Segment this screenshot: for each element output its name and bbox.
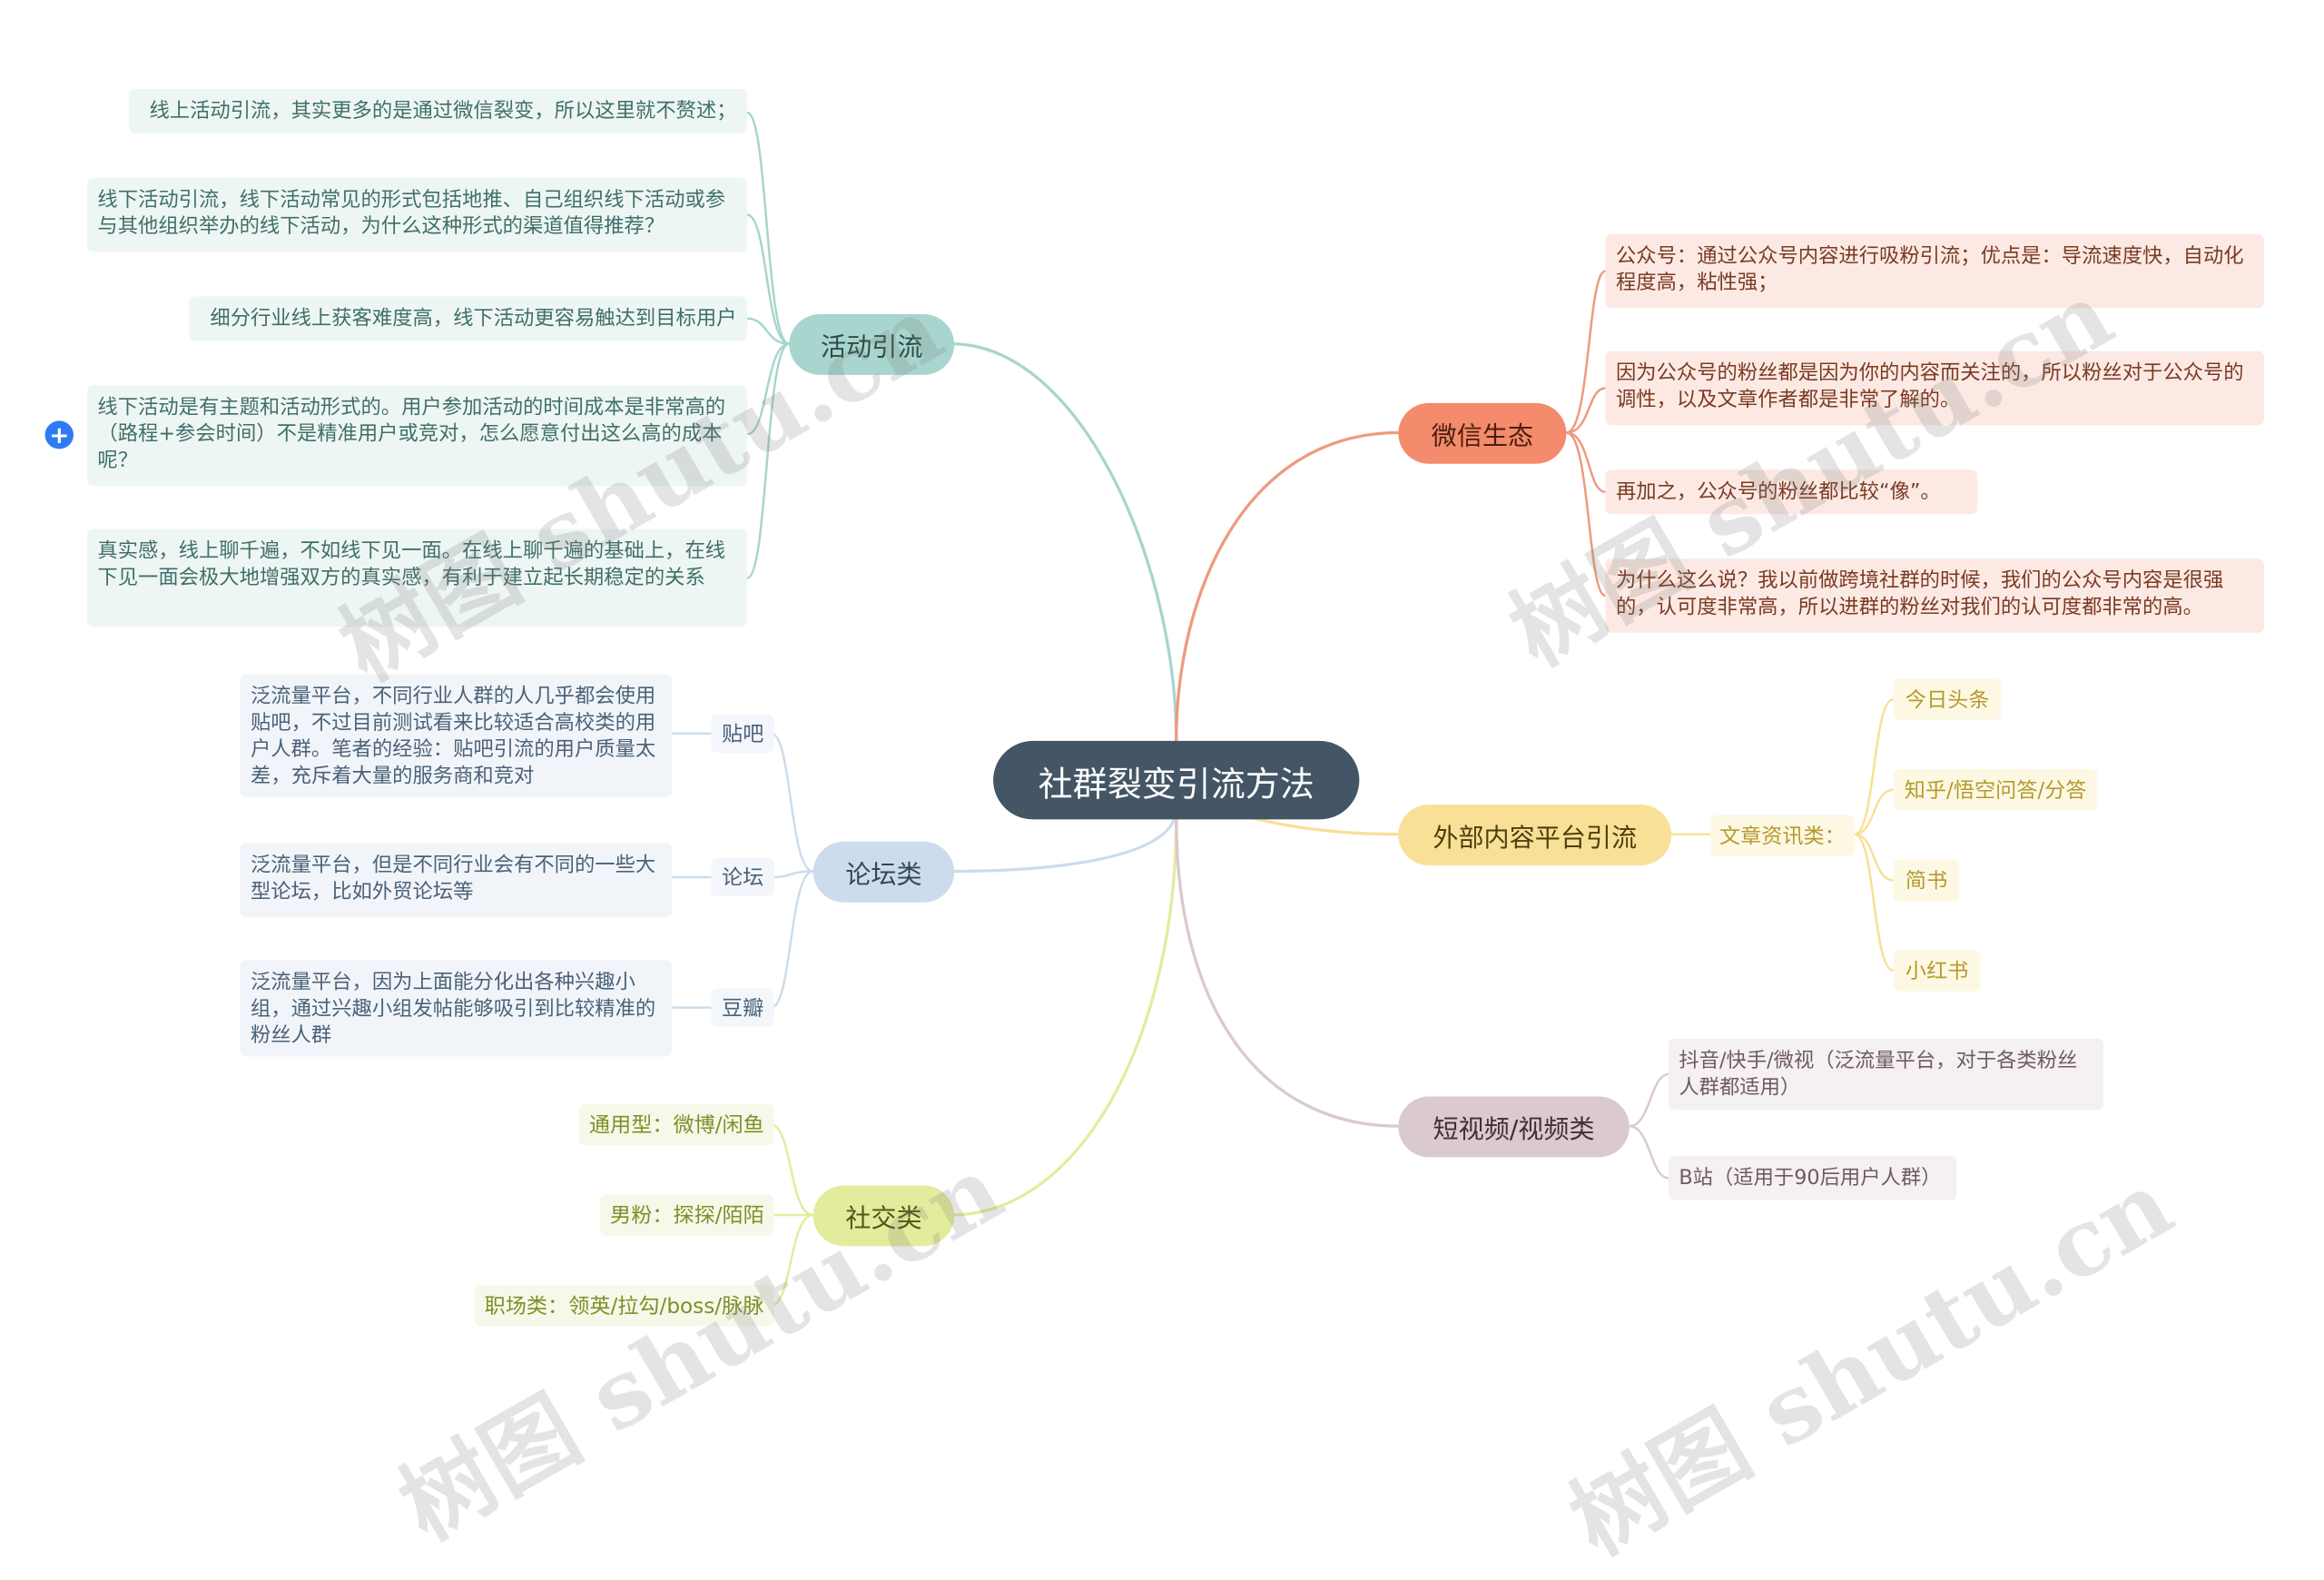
branch-wechat[interactable]: 微信生态 [1398,402,1567,464]
activity-leaf-2[interactable]: 线下活动引流，线下活动常见的形式包括地推、自己组织线下活动或参与其他组织举办的线… [86,177,748,252]
link-video [1175,817,1399,1128]
branch-external[interactable]: 外部内容平台引流 [1398,805,1672,865]
activity-leaf-1[interactable]: 线上活动引流，其实更多的是通过微信裂变，所以这里就不赘述； [129,88,748,133]
external-sub-article[interactable]: 文章资讯类： [1710,815,1855,857]
branch-forum[interactable]: 论坛类 [812,841,955,903]
wechat-leaf-3[interactable]: 再加之，公众号的粉丝都比较“像”。 [1605,469,1978,515]
activity-leaf-5[interactable]: 真实感，线上聊千遍，不如线下见一面。在线上聊千遍的基础上，在线下见一面会极大地增… [86,528,748,627]
branch-social[interactable]: 社交类 [812,1185,955,1247]
link-activity [950,341,1178,741]
forum-leaf-luntan[interactable]: 泛流量平台，但是不同行业会有不同的一些大型论坛，比如外贸论坛等 [240,843,673,918]
link-forum [950,811,1178,874]
external-leaf-jianshu[interactable]: 简书 [1893,859,1960,902]
wechat-leaf-4[interactable]: 为什么这么说？我以前做跨境社群的时候，我们的公众号内容是很强的，认可度非常高，所… [1605,558,2264,633]
forum-leaf-douban[interactable]: 泛流量平台，因为上面能分化出各种兴趣小组，通过兴趣小组发帖能够吸引到比较精准的粉… [240,960,673,1057]
social-leaf-3[interactable]: 职场类：领英/拉勾/boss/脉脉 [474,1284,774,1327]
video-leaf-1[interactable]: 抖音/快手/微视（泛流量平台，对于各类粉丝人群都适用） [1668,1038,2104,1111]
activity-leaf-4[interactable]: 线下活动是有主题和活动形式的。用户参加活动的时间成本是非常高的（路程+参会时间）… [86,385,748,487]
forum-sub-tieba[interactable]: 贴吧 [711,714,774,753]
forum-sub-douban[interactable]: 豆瓣 [711,988,774,1027]
forum-leaf-tieba[interactable]: 泛流量平台，不同行业人群的人几乎都会使用贴吧，不过目前测试看来比较适合高校类的用… [240,674,673,797]
social-leaf-2[interactable]: 男粉：探探/陌陌 [600,1194,774,1236]
root-topic[interactable]: 社群裂变引流方法 [993,740,1360,820]
wechat-leaf-1[interactable]: 公众号：通过公众号内容进行吸粉引流；优点是：导流速度快，自动化程度高，粘性强； [1605,233,2264,309]
mindmap-canvas: 社群裂变引流方法 活动引流 线上活动引流，其实更多的是通过微信裂变，所以这里就不… [44,88,2264,1576]
external-leaf-toutiao[interactable]: 今日头条 [1893,678,2002,721]
add-node-icon[interactable]: + [44,420,74,449]
external-leaf-xiaohongshu[interactable]: 小红书 [1893,949,1981,992]
branch-video[interactable]: 短视频/视频类 [1398,1096,1630,1158]
social-leaf-1[interactable]: 通用型：微博/闲鱼 [578,1103,774,1146]
activity-leaf-3[interactable]: 细分行业线上获客难度高，线下活动更容易触达到目标用户 [189,296,748,341]
branch-activity[interactable]: 活动引流 [789,313,955,375]
wechat-leaf-2[interactable]: 因为公众号的粉丝都是因为你的内容而关注的，所以粉丝对于公众号的调性，以及文章作者… [1605,351,2264,426]
external-leaf-zhihu[interactable]: 知乎/悟空问答/分答 [1893,768,2098,811]
forum-sub-luntan[interactable]: 论坛 [711,857,774,897]
connector-lines [672,111,1895,1307]
video-leaf-2[interactable]: B站（适用于90后用户人群） [1668,1155,1957,1200]
link-social [950,817,1178,1217]
link-wechat [1175,430,1399,741]
